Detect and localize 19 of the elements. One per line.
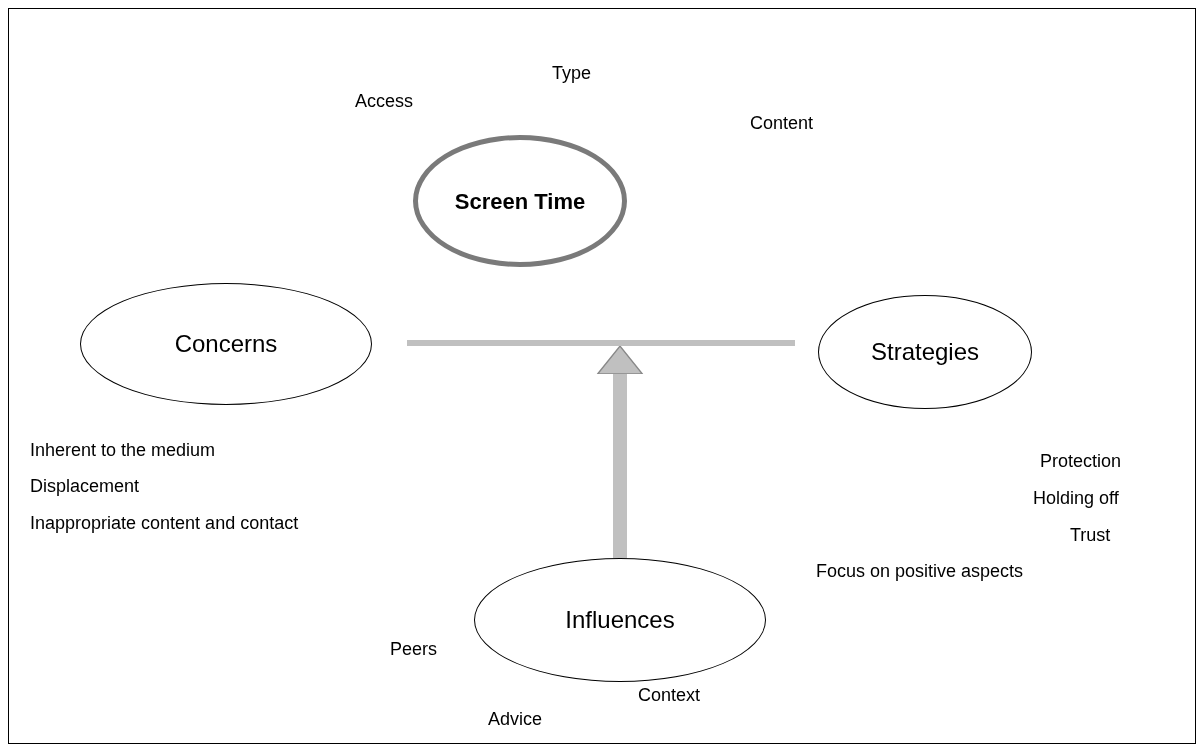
item-label: Access bbox=[355, 90, 414, 113]
item-label: Type bbox=[552, 62, 592, 85]
item-label: Focus on positive aspects bbox=[816, 560, 1024, 583]
item-label: Protection bbox=[1040, 450, 1122, 473]
arrow bbox=[596, 345, 644, 558]
item-label: Inherent to the medium bbox=[30, 439, 216, 462]
item-label: Trust bbox=[1070, 524, 1111, 547]
item-label: Advice bbox=[488, 708, 543, 731]
node-label: Screen Time bbox=[454, 187, 586, 216]
item-label: Holding off bbox=[1033, 487, 1119, 510]
node-label: Strategies bbox=[870, 337, 980, 367]
item-label: Peers bbox=[390, 638, 438, 661]
item-label: Inappropriate content and contact bbox=[30, 512, 299, 535]
node-label: Influences bbox=[565, 605, 675, 635]
node-label: Concerns bbox=[174, 329, 278, 359]
horizontal-bar bbox=[407, 340, 795, 346]
item-label: Context bbox=[638, 684, 701, 707]
item-label: Content bbox=[750, 112, 814, 135]
item-label: Displacement bbox=[30, 475, 140, 498]
